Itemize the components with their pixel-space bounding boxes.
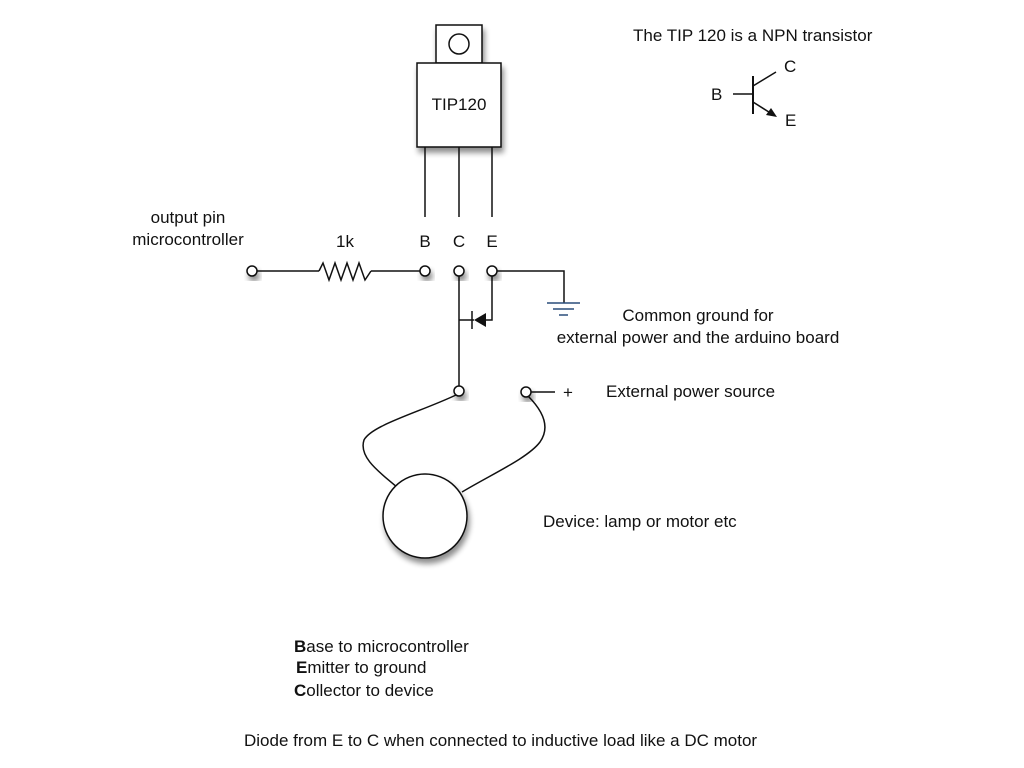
wire-emitter-to-ground: [497, 270, 565, 303]
resistor-label: 1k: [336, 232, 354, 251]
npn-note-title: The TIP 120 is a NPN transistor: [633, 26, 873, 45]
wire-collector-to-device: [362, 394, 457, 489]
wire-emitter-to-diode: [486, 276, 493, 321]
legend-item-base: Base to microcontroller: [294, 638, 469, 655]
pin-label-b: B: [419, 232, 431, 251]
legend-item-emitter: Emitter to ground: [296, 659, 426, 676]
mounting-hole: [448, 33, 470, 55]
emitter-arrow-icon: [766, 108, 777, 117]
input-label-line1: output pin: [150, 208, 226, 227]
wires: [256, 260, 565, 493]
legend-text: ase to microcontroller: [306, 637, 469, 656]
power-polarity: +: [563, 383, 573, 402]
legend-text: ollector to device: [306, 681, 434, 700]
terminal-base: [419, 265, 431, 277]
npn-collector-label: C: [784, 57, 797, 76]
ground-label-line1: Common ground for: [622, 306, 774, 325]
npn-base-label: B: [711, 85, 723, 104]
wire-power-to-device: [461, 395, 546, 493]
pin-label-e: E: [486, 232, 498, 251]
legend-initial: B: [294, 637, 307, 656]
device-load-icon: [382, 473, 468, 559]
ground-icon: [547, 302, 580, 316]
diode-icon: [471, 311, 486, 329]
terminal-collector: [453, 265, 465, 277]
ground-label: Common ground for external power and the…: [557, 305, 840, 349]
package-label: TIP120: [431, 95, 487, 114]
input-label: output pin microcontroller: [132, 207, 243, 251]
tip120-package: [416, 24, 502, 217]
pin-label-c: C: [452, 232, 466, 251]
terminal-input: [246, 265, 258, 277]
transistor-body: [416, 62, 502, 148]
ground-label-line2: external power and the arduino board: [556, 328, 840, 347]
legend-item-collector: Collector to device: [294, 682, 434, 699]
resistor-zigzag-icon: [318, 260, 372, 283]
terminal-device-collector: [453, 385, 465, 397]
legend-initial: C: [294, 681, 307, 700]
terminals: [246, 265, 532, 398]
terminal-power: [520, 386, 532, 398]
footnote: Diode from E to C when connected to indu…: [244, 731, 758, 750]
legend-text: mitter to ground: [307, 658, 427, 677]
device-label: Device: lamp or motor etc: [543, 512, 737, 531]
terminal-emitter: [486, 265, 498, 277]
npn-symbol: [733, 71, 777, 117]
legend-initial: E: [296, 658, 308, 677]
npn-emitter-label: E: [785, 111, 797, 130]
input-label-line2: microcontroller: [132, 230, 244, 249]
power-label: External power source: [606, 382, 776, 401]
